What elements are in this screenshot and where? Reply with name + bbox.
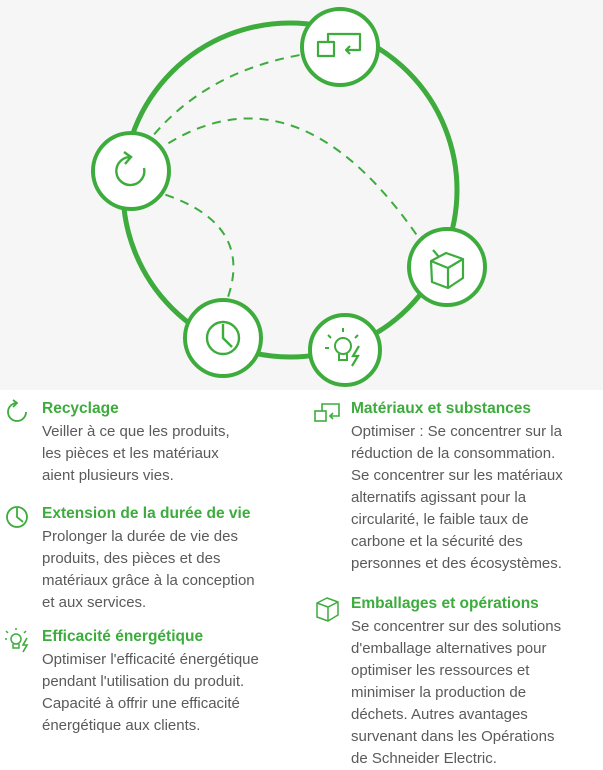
dashed-link-recycling-materials	[134, 49, 341, 161]
lightbulb-bolt-icon	[5, 628, 29, 653]
clock-icon	[6, 506, 28, 528]
materials-node	[300, 7, 380, 87]
materials-item: Matériaux et substances Optimiser : Se c…	[313, 399, 603, 579]
packaging-item: Emballages et opérations Se concentrer s…	[313, 594, 603, 767]
recycle-icon	[115, 151, 146, 187]
energy-node	[308, 313, 382, 387]
box-icon	[429, 249, 465, 290]
lifetime-item: Extension de la durée de vie Prolonger l…	[4, 504, 304, 616]
recycling-item: Recyclage Veiller à ce que les produits,…	[4, 399, 294, 489]
packaging-description: Se concentrer sur des solutions d'emball…	[351, 618, 562, 767]
materials-swap-icon	[314, 403, 340, 422]
energy-title: Efficacité énergétique	[42, 628, 204, 645]
energy-description: Optimiser l'efficacité énergétique penda…	[42, 651, 259, 734]
clock-icon	[205, 320, 241, 356]
dashed-link-recycling-lifetime	[149, 189, 235, 306]
box-icon	[316, 597, 339, 622]
materials-title: Matériaux et substances	[351, 400, 532, 417]
recycling-node	[91, 131, 171, 211]
materials-description: Optimiser : Se concentrer sur la réducti…	[351, 423, 563, 572]
lifetime-title: Extension de la durée de vie	[42, 505, 251, 522]
recycling-description: Veiller à ce que les produits, les pièce…	[42, 423, 230, 484]
lightbulb-bolt-icon	[325, 328, 360, 367]
materials-swap-icon	[316, 32, 362, 58]
packaging-node	[407, 227, 487, 307]
circular-economy-diagram	[91, 7, 487, 387]
circular-loop-ring	[120, 20, 460, 360]
dashed-link-recycling-packaging	[154, 117, 433, 259]
lifetime-node	[183, 298, 263, 378]
recycle-icon	[7, 399, 27, 422]
energy-item: Efficacité énergétique Optimiser l'effic…	[4, 627, 304, 739]
packaging-title: Emballages et opérations	[351, 595, 539, 612]
recycling-title: Recyclage	[42, 400, 119, 417]
lifetime-description: Prolonger la durée de vie des produits, …	[42, 528, 255, 611]
